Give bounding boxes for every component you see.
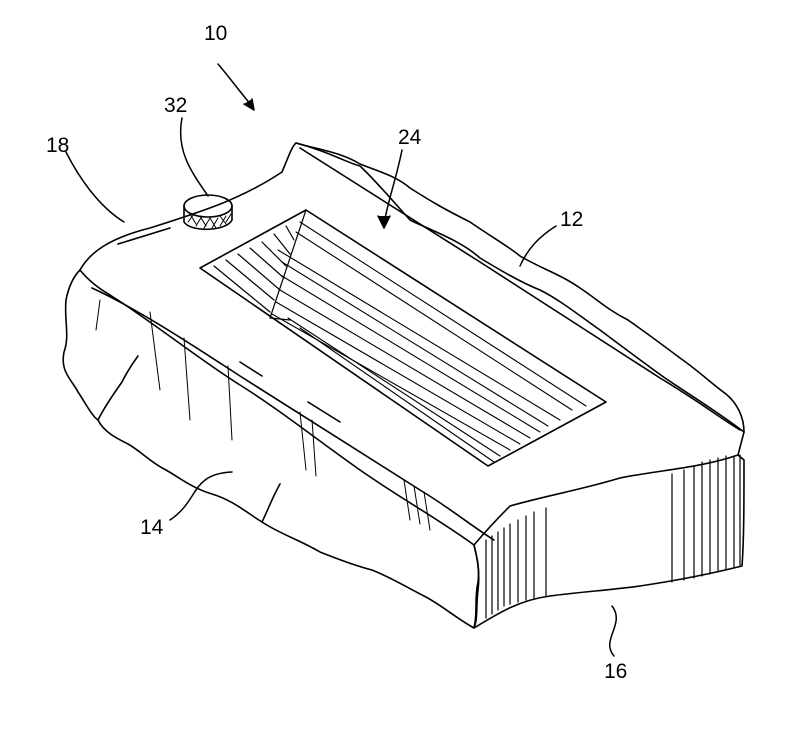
recess-outline <box>199 209 607 467</box>
recess-end-wall <box>213 209 307 321</box>
cap-knob <box>183 194 233 231</box>
reference-numerals: 10 32 18 24 12 14 16 <box>46 22 627 683</box>
leader-24 <box>383 149 403 225</box>
leader-14 <box>169 471 233 521</box>
leader-32 <box>179 117 209 197</box>
top-highlight <box>117 227 341 423</box>
leader-lines <box>65 63 618 657</box>
label-10: 10 <box>204 22 227 45</box>
end-face-hatching <box>485 454 741 619</box>
back-edge <box>299 147 741 431</box>
recess <box>199 209 607 467</box>
front-edge <box>91 287 495 541</box>
label-24: 24 <box>398 126 422 149</box>
label-32: 32 <box>164 94 187 117</box>
leader-10 <box>217 63 253 107</box>
label-16: 16 <box>604 660 627 683</box>
end-face <box>473 454 745 629</box>
arrowhead-24 <box>377 215 391 229</box>
block-body <box>62 142 745 629</box>
leader-16 <box>608 605 618 657</box>
left-ragged-face <box>62 269 480 629</box>
right-ragged-side <box>295 142 745 433</box>
leader-18 <box>65 151 125 223</box>
top-face-outline <box>79 142 745 546</box>
front-face-hatching <box>95 299 431 531</box>
front-ragged-bottom <box>97 355 281 523</box>
label-18: 18 <box>46 134 69 157</box>
leader-12 <box>519 225 557 267</box>
label-14: 14 <box>140 516 164 539</box>
label-12: 12 <box>560 208 583 231</box>
cap-knurling <box>187 213 232 229</box>
arrowhead-10 <box>243 98 255 111</box>
recess-grooves <box>271 221 587 463</box>
